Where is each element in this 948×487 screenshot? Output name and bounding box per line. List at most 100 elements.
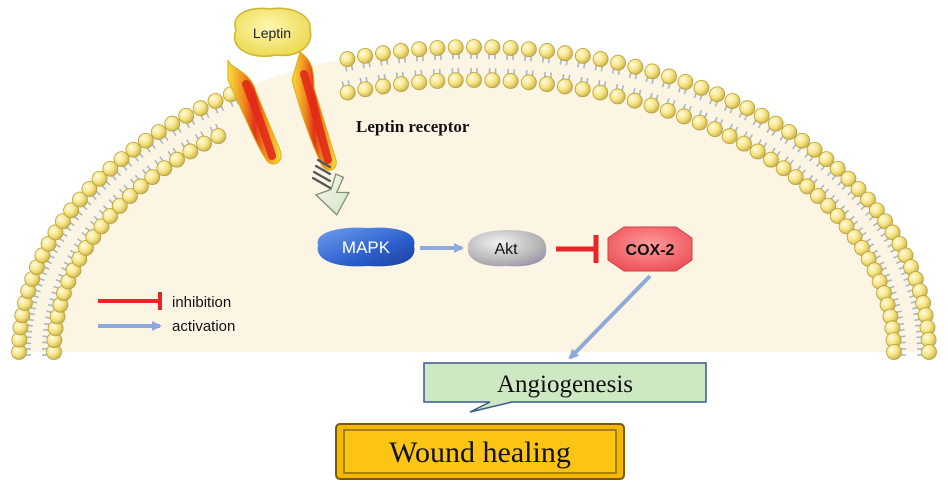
cox2-label: COX-2 — [626, 242, 675, 259]
lipid-head — [829, 208, 846, 224]
lipid-head — [775, 160, 792, 177]
lipid-head — [393, 76, 409, 93]
legend-inhibition-label: inhibition — [172, 294, 231, 311]
lipid-head — [93, 218, 110, 235]
lipid-head — [339, 51, 356, 67]
activation-arrow-cox2-angiogenesis — [568, 274, 652, 360]
lipid-head — [339, 84, 356, 101]
lipid-head — [676, 108, 692, 125]
lipid-head — [502, 40, 519, 56]
lipid-head — [357, 47, 374, 64]
cell-membrane — [11, 39, 937, 360]
lipid-head — [749, 143, 766, 160]
lipid-head — [660, 102, 676, 119]
lipid-head — [169, 151, 185, 168]
lipid-head — [794, 132, 811, 149]
lipid-head — [102, 208, 119, 224]
lipid-head — [868, 202, 885, 219]
lipid-head — [739, 100, 756, 117]
lipid-head — [820, 197, 837, 214]
legend-activation-label: activation — [172, 318, 235, 335]
lipid-head — [81, 181, 98, 197]
lipid-head — [818, 151, 835, 168]
cox2-node: COX-2 — [607, 226, 693, 272]
lipid-head — [643, 97, 660, 114]
lipid-head — [411, 74, 428, 91]
lipid-head — [150, 124, 167, 140]
lipid-head — [661, 68, 677, 85]
lipid-head — [207, 93, 224, 109]
angiogenesis-box: Angiogenesis — [423, 362, 707, 413]
lipid-head — [156, 160, 173, 177]
lipid-head — [838, 218, 855, 235]
lipid-head — [375, 45, 391, 62]
lipid-head — [178, 107, 195, 124]
lipid-head — [502, 73, 519, 89]
lipid-head — [846, 229, 863, 245]
lipid-head — [447, 39, 464, 56]
lipid-head — [840, 170, 857, 187]
inhibition-arrow-akt-cox2 — [556, 235, 599, 263]
lipid-head — [860, 191, 876, 208]
lipid-head — [520, 41, 537, 58]
lipid-head — [102, 160, 119, 177]
lipid-head — [693, 79, 710, 96]
legend: inhibition activation — [98, 292, 235, 335]
lipid-head — [192, 100, 209, 117]
lipid-head — [806, 141, 823, 158]
lipid-head — [767, 115, 784, 132]
lipid-head — [609, 88, 626, 105]
lipid-head — [47, 224, 64, 241]
lipid-head — [393, 43, 409, 59]
lipid-head — [375, 78, 391, 95]
lipid-head — [677, 74, 694, 90]
lipid-head — [111, 197, 128, 214]
lipid-head — [55, 213, 71, 230]
lipid-head — [429, 40, 446, 56]
lipid-head — [557, 45, 573, 62]
leptin-ligand: Leptin — [233, 7, 312, 57]
lipid-head — [753, 107, 770, 124]
lipid-head — [721, 128, 738, 145]
lipid-head — [610, 54, 626, 71]
lipid-head — [447, 72, 464, 89]
lipid-head — [539, 43, 555, 59]
leptin-label: Leptin — [253, 25, 291, 41]
lipid-head — [411, 41, 428, 58]
receptor-label: Leptin receptor — [356, 117, 470, 136]
wound-healing-box: Wound healing — [335, 423, 625, 480]
lipid-head — [626, 92, 643, 109]
mapk-label: MAPK — [342, 238, 391, 257]
lipid-head — [484, 39, 501, 56]
lipid-head — [574, 47, 591, 64]
lipid-head — [144, 169, 161, 186]
lipid-head — [63, 202, 80, 219]
lipid-head — [877, 213, 893, 230]
lipid-head — [466, 39, 482, 55]
lipid-head — [921, 344, 937, 360]
mapk-node: MAPK — [317, 227, 415, 267]
lipid-head — [113, 151, 130, 168]
lipid-head — [85, 229, 102, 245]
lipid-head — [182, 143, 199, 160]
lipid-head — [574, 81, 591, 98]
angiogenesis-label: Angiogenesis — [497, 371, 633, 398]
lipid-head — [799, 178, 816, 195]
lipid-head — [557, 78, 573, 95]
lipid-head — [850, 181, 867, 197]
lipid-head — [691, 114, 708, 131]
lipid-head — [724, 93, 741, 109]
lipid-head — [520, 74, 537, 91]
lipid-head — [592, 84, 609, 101]
lipid-head — [125, 141, 142, 158]
lipid-head — [357, 81, 374, 98]
lipid-head — [484, 72, 501, 89]
lipid-head — [709, 86, 726, 103]
cytoplasm — [18, 46, 930, 352]
leptin-receptor — [227, 51, 337, 171]
akt-label: Akt — [494, 241, 518, 258]
lipid-head — [132, 178, 149, 195]
lipid-head — [466, 72, 482, 88]
lipid-head — [781, 124, 798, 140]
